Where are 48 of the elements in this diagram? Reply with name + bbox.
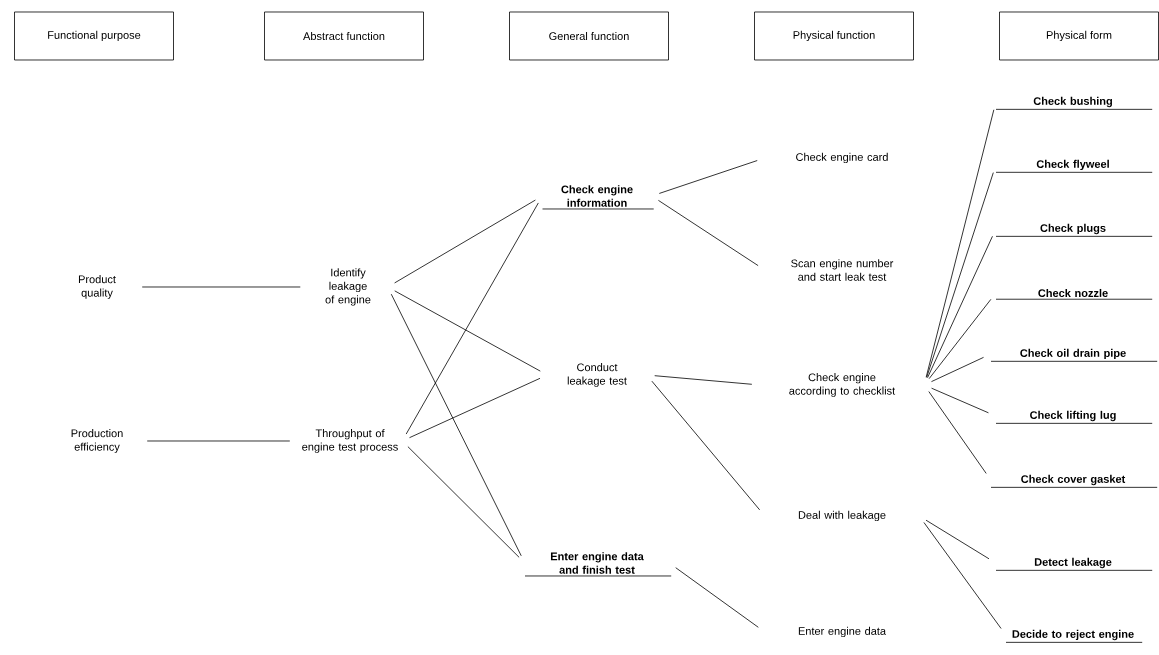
connector-line [926, 172, 994, 378]
connector-line [927, 235, 993, 379]
task-label: Check bushing [995, 96, 1153, 110]
task-label: Detect leakage [995, 557, 1153, 571]
level-header-box: General function [509, 11, 669, 61]
task-label: Check nozzle [995, 288, 1153, 300]
function-label: Conduct leakage test [567, 363, 627, 387]
function-label: Throughput of engine test process [302, 429, 398, 453]
function-label: Scan engine number and start leak test [791, 259, 894, 281]
function-label: Product quality [78, 275, 116, 299]
connector-line [931, 387, 989, 414]
connector-line [409, 377, 541, 439]
connector-line [923, 522, 1002, 629]
connector-line [925, 109, 995, 378]
connector-line [928, 298, 992, 380]
level-header-box: Abstract function [264, 11, 424, 61]
function-label: Deal with leakage [798, 510, 886, 522]
task-label: Check lifting lug [995, 410, 1153, 424]
connector-line [394, 290, 541, 372]
function-label: Identify leakage of engine [325, 268, 371, 306]
connector-line [141, 286, 301, 288]
level-header-box: Functional purpose [14, 11, 174, 61]
level-header-box: Physical form [999, 11, 1159, 61]
task-label: Check flyweel [995, 159, 1153, 173]
connector-line [390, 293, 522, 557]
connector-line [928, 391, 987, 474]
function-label: Enter engine data [798, 626, 886, 638]
connector-line [651, 380, 761, 511]
task-label: Check engine information [542, 185, 655, 210]
task-label: Check plugs [995, 223, 1153, 237]
function-label: Production efficiency [71, 429, 123, 453]
task-label: Enter engine data and finish test [524, 552, 672, 577]
connector-line [658, 160, 758, 194]
function-label: Check engine according to checklist [789, 373, 896, 397]
function-label: Check engine card [796, 152, 888, 164]
connector-line [407, 446, 520, 558]
connector-line [146, 440, 291, 442]
connector-line [658, 199, 759, 266]
connector-line [405, 202, 539, 435]
level-header-box: Physical function [754, 11, 914, 61]
connector-line [925, 519, 990, 560]
connector-line [394, 199, 536, 284]
task-label: Decide to reject engine [1005, 629, 1143, 643]
connector-line [931, 356, 984, 382]
connector-line [654, 375, 753, 385]
task-label: Check oil drain pipe [990, 348, 1158, 362]
task-label: Check cover gasket [990, 474, 1158, 488]
connector-line [675, 567, 759, 628]
